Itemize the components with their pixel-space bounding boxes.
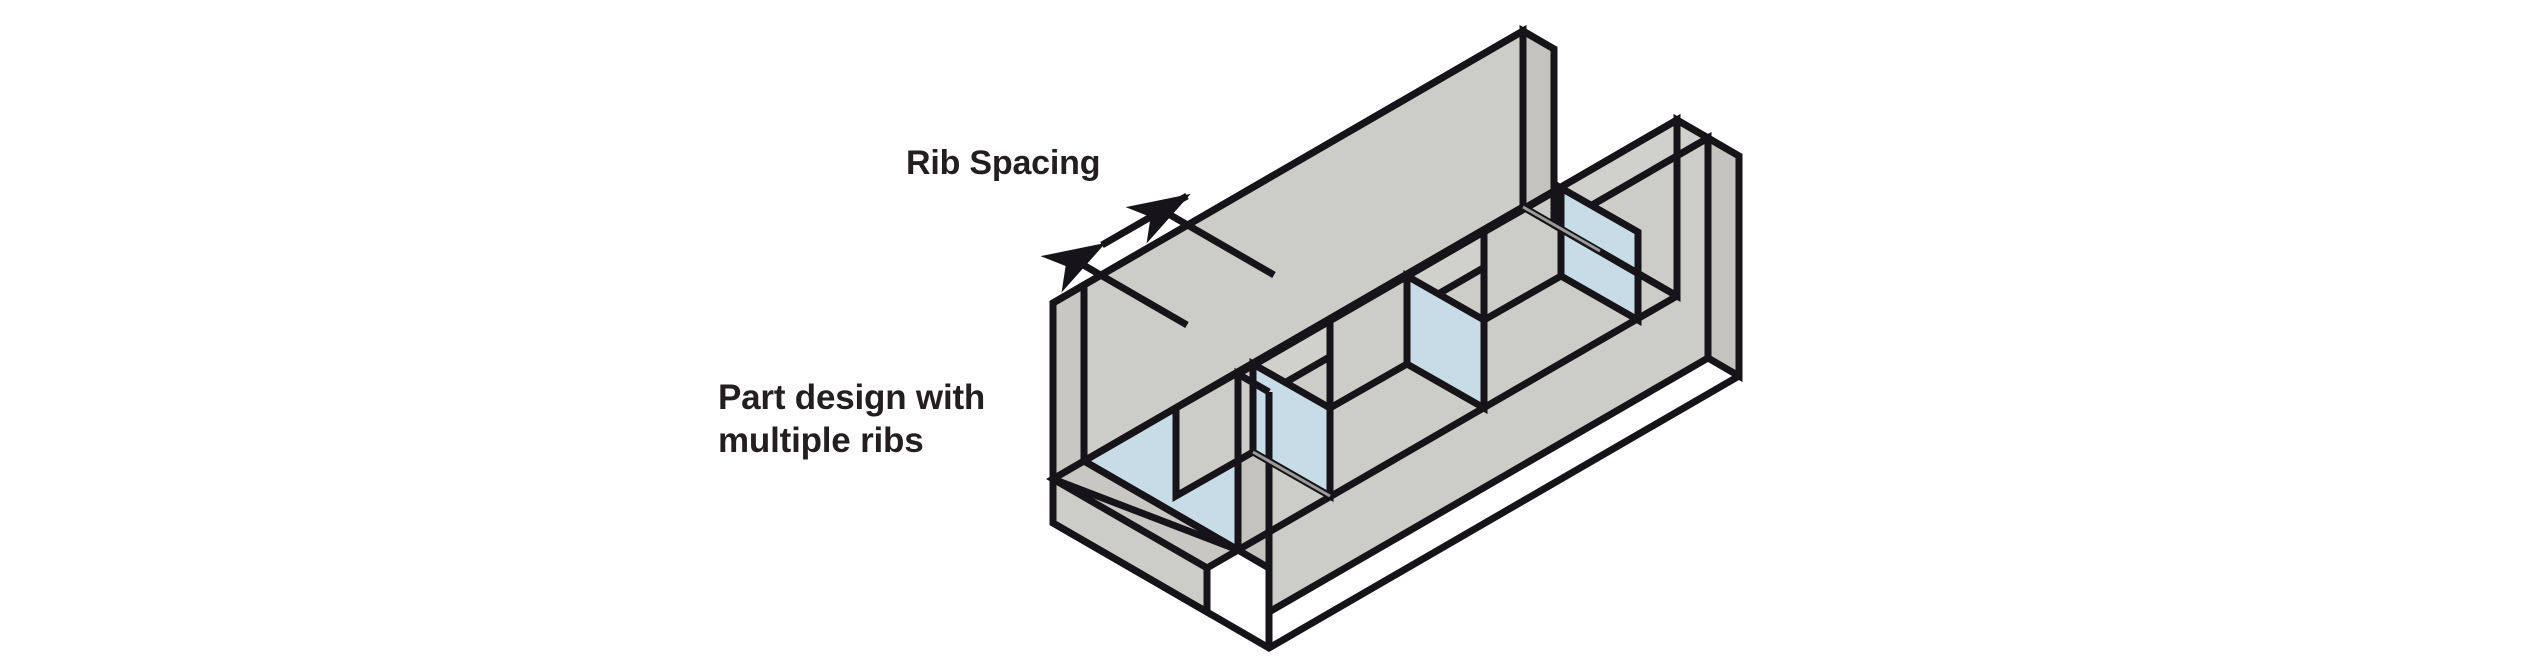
caption-line-1: Part design with	[718, 378, 985, 417]
rib-spacing-dimension	[1040, 192, 1276, 329]
caption-line-2: multiple ribs	[718, 421, 924, 460]
rib-spacing-label: Rib Spacing	[906, 144, 1100, 182]
part-faint-edges	[1252, 205, 1601, 498]
near-wall-right-end-cap	[1704, 131, 1743, 383]
part-outline-overlay	[1049, 26, 1743, 653]
dimension-arrow	[1040, 192, 1191, 293]
part-solid-body	[1046, 24, 1743, 653]
far-wall-left-end-cap	[1049, 278, 1088, 486]
